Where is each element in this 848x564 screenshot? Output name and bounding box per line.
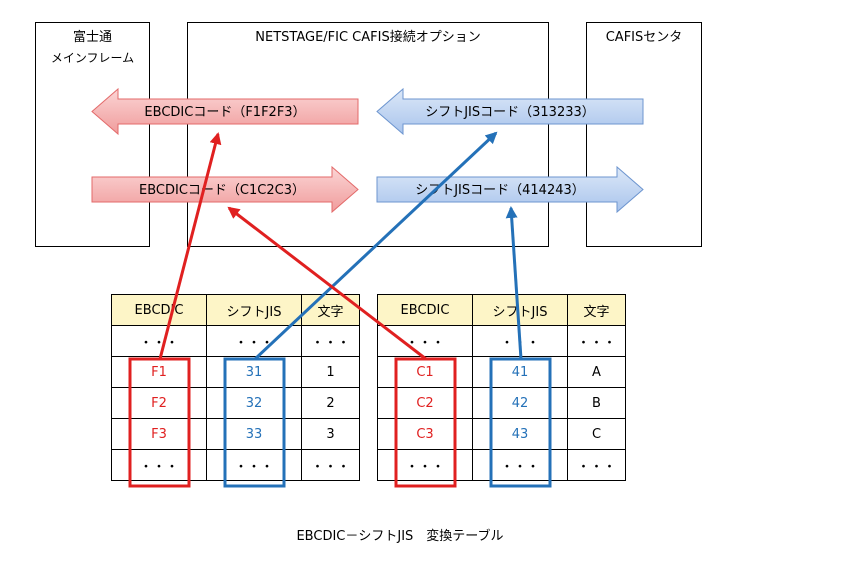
- ebcdic-arrow-from-host: EBCDICコード（C1C2C3）: [91, 165, 359, 214]
- table-cell: ・・・: [206, 449, 302, 481]
- ebcdic-arrow-to-host: EBCDICコード（F1F2F3）: [91, 87, 359, 136]
- table-cell: C: [567, 418, 626, 450]
- mapping-arrow-f1-to-ebcdic-top: [158, 132, 222, 360]
- table-cell: ・・・: [377, 449, 473, 481]
- ebcdic-bottom-label: EBCDICコード（C1C2C3）: [139, 183, 305, 198]
- table-row: ・・・ ・・・ ・・・: [377, 449, 626, 481]
- table-cell: B: [567, 387, 626, 419]
- table-cell: ・・・: [377, 325, 473, 357]
- mainframe-subtitle: メインフレーム: [50, 51, 135, 65]
- column-header-sjis: シフトJIS: [206, 294, 302, 326]
- column-header-ebcdic: EBCDIC: [377, 294, 473, 326]
- sjis-arrow-to-cafis: シフトJISコード（414243）: [376, 165, 644, 214]
- mapping-arrow-41-to-sjis-bottom: [505, 206, 523, 360]
- sjis-bottom-label: シフトJISコード（414243）: [415, 183, 585, 198]
- ebcdic-top-label: EBCDICコード（F1F2F3）: [144, 105, 305, 120]
- table-row: F2 32 2: [111, 387, 360, 419]
- table-cell: ・・・: [301, 449, 360, 481]
- cafis-center-box: CAFISセンタ: [586, 22, 702, 247]
- highlight-f1-f3: [128, 357, 191, 488]
- cafis-title: CAFISセンタ: [605, 30, 683, 45]
- table-cell: C3: [377, 418, 473, 450]
- table-cell: ・・・: [567, 325, 626, 357]
- table-row: F1 31 1: [111, 356, 360, 388]
- table-header-row: EBCDIC シフトJIS 文字: [111, 294, 360, 326]
- table-row: ・・・ ・・・ ・・・: [111, 449, 360, 481]
- table-cell: 33: [206, 418, 302, 450]
- mainframe-title: 富士通: [72, 30, 112, 45]
- mapping-arrow-c1-to-ebcdic-bottom: [227, 206, 427, 361]
- table-cell: 1: [301, 356, 360, 388]
- fujitsu-mainframe-box: 富士通 メインフレーム: [35, 22, 150, 247]
- mapping-arrow-31-to-sjis-top: [253, 131, 498, 361]
- table-cell: F3: [111, 418, 207, 450]
- highlight-41-43: [489, 357, 552, 488]
- netstage-title: NETSTAGE/FIC CAFIS接続オプション: [255, 30, 481, 45]
- table-header-row: EBCDIC シフトJIS 文字: [377, 294, 626, 326]
- table-caption: EBCDIC－シフトJIS 変換テーブル: [296, 529, 504, 544]
- table-row: F3 33 3: [111, 418, 360, 450]
- sjis-arrow-from-cafis: シフトJISコード（313233）: [376, 87, 644, 136]
- table-row: C3 43 C: [377, 418, 626, 450]
- column-header-char: 文字: [301, 294, 360, 326]
- table-row: C2 42 B: [377, 387, 626, 419]
- highlight-31-33: [223, 357, 286, 488]
- column-header-ebcdic: EBCDIC: [111, 294, 207, 326]
- table-cell: ・・・: [111, 449, 207, 481]
- table-cell: 2: [301, 387, 360, 419]
- table-cell: 31: [206, 356, 302, 388]
- column-header-sjis: シフトJIS: [472, 294, 568, 326]
- highlight-c1-c3: [394, 357, 457, 488]
- table-cell: 42: [472, 387, 568, 419]
- table-cell: ・・・: [567, 449, 626, 481]
- conversion-table-digits: EBCDIC シフトJIS 文字 ・・・ ・・・ ・・・ F1 31 1 F2 …: [111, 294, 360, 481]
- sjis-top-label: シフトJISコード（313233）: [425, 105, 595, 120]
